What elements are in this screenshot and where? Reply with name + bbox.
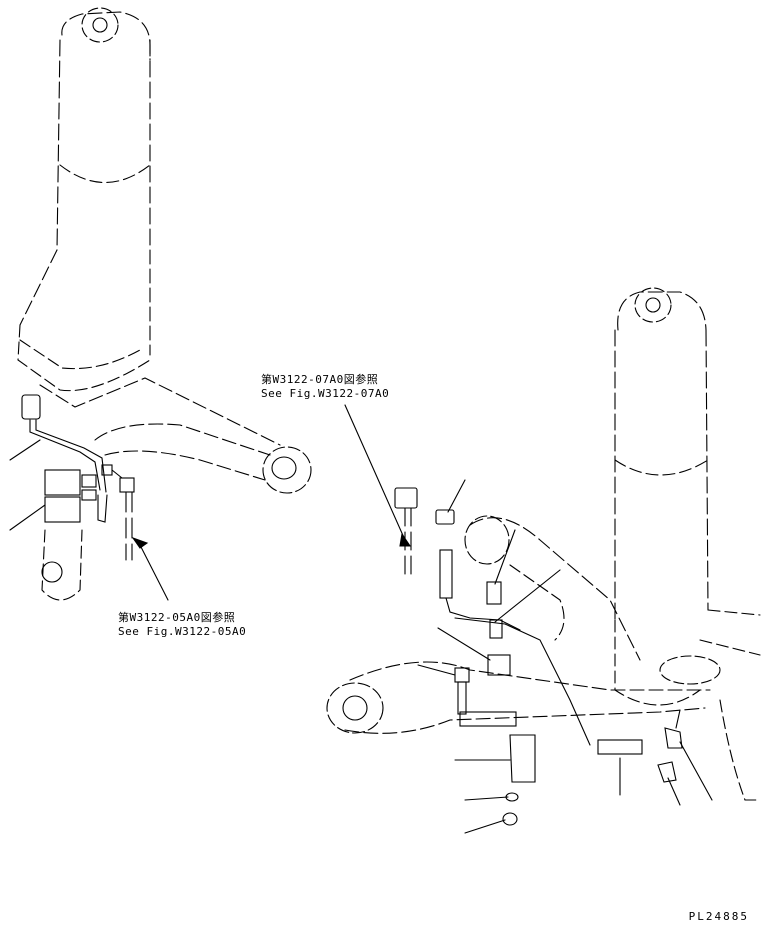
left-lift-arm	[41, 423, 312, 601]
left-cylinder	[17, 7, 281, 446]
upper-reference-jp: 第W3122-07A0図参照	[261, 373, 379, 386]
upper-reference-en: See Fig.W3122-07A0	[261, 387, 390, 400]
upper-reference-note: 第W3122-07A0図参照 See Fig.W3122-07A0	[261, 373, 389, 401]
right-frame	[326, 515, 711, 734]
drawing-number: PL24885	[688, 910, 749, 923]
lower-reference-jp: 第W3122-05A0図参照	[118, 611, 236, 624]
lower-reference-note: 第W3122-05A0図参照 See Fig.W3122-05A0	[118, 611, 246, 639]
right-leader-lines	[344, 404, 713, 834]
lower-reference-en: See Fig.W3122-05A0	[118, 625, 247, 638]
left-hose-assembly	[21, 394, 135, 561]
left-leader-lines	[9, 439, 169, 601]
right-cylinder	[614, 287, 761, 801]
